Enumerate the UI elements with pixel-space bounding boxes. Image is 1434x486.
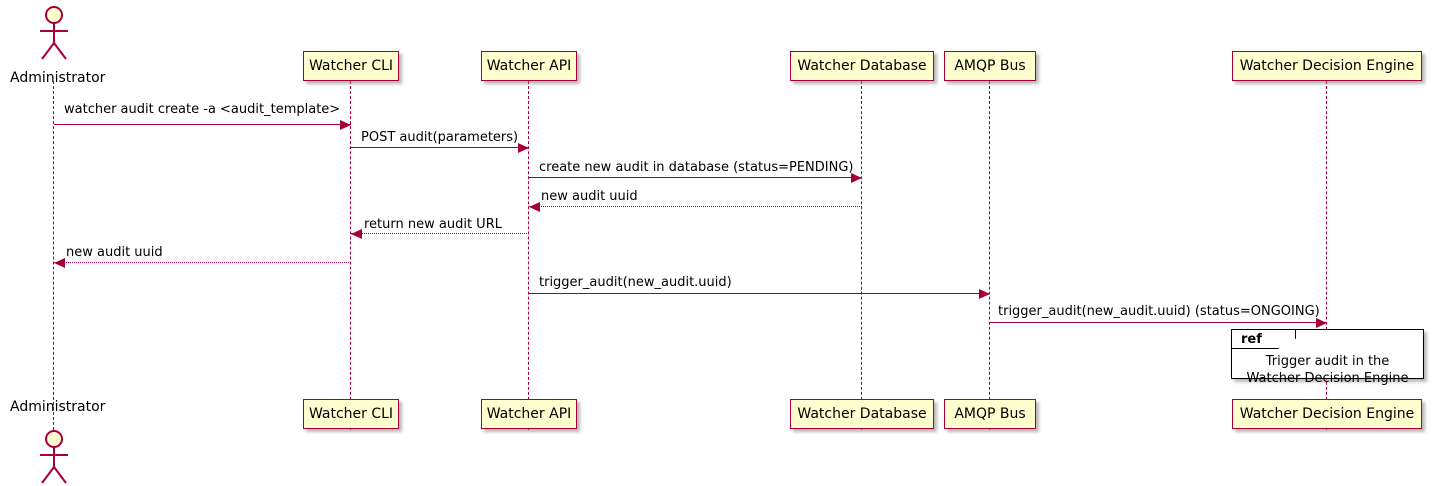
message-line-5 [351,233,529,234]
ref-keyword: ref [1241,331,1262,347]
message-line-1 [54,124,351,125]
message-label-3: create new audit in database (status=PEN… [539,160,854,175]
message-line-4 [529,206,862,207]
participant-label: Watcher API [486,58,572,74]
participant-label: AMQP Bus [954,58,1026,74]
actor-label-admin: Administrator [10,399,106,415]
participant-label: Watcher Decision Engine [1239,58,1415,74]
message-line-2 [351,147,529,148]
participant-label: Watcher Database [797,406,927,422]
message-line-3 [529,177,862,178]
message-label-7: trigger_audit(new_audit.uuid) [539,275,732,290]
message-label-8: trigger_audit(new_audit.uuid) (status=ON… [998,304,1320,319]
lifeline-db [861,81,862,430]
participant-label: Watcher CLI [308,58,394,74]
lifeline-cli [350,81,351,430]
message-arrowhead-8 [1316,318,1327,328]
message-arrowhead-3 [851,173,862,183]
participant-label: Watcher Database [797,58,927,74]
participant-wde-top[interactable]: Watcher Decision Engine [1232,51,1422,81]
message-label-5: return new audit URL [364,217,502,232]
lifeline-amqp [989,81,990,430]
message-label-2: POST audit(parameters) [361,130,519,145]
participant-label: Watcher Decision Engine [1239,406,1415,422]
actor-admin [30,429,78,485]
participant-label: Watcher CLI [308,406,394,422]
participant-label: Watcher API [486,406,572,422]
message-label-6: new audit uuid [66,245,163,260]
ref-keyword-tab: ref [1232,330,1296,349]
participant-api-bottom[interactable]: Watcher API [481,399,577,429]
message-label-1: watcher audit create -a <audit_template> [64,102,341,117]
participant-api-top[interactable]: Watcher API [481,51,577,81]
message-arrowhead-5 [351,229,362,239]
participant-db-bottom[interactable]: Watcher Database [790,399,934,429]
message-line-7 [529,293,990,294]
message-line-8 [990,322,1327,323]
message-arrowhead-6 [54,258,65,268]
participant-amqp-top[interactable]: AMQP Bus [944,51,1036,81]
actor-admin [30,5,78,61]
lifeline-api [528,81,529,430]
participant-wde-bottom[interactable]: Watcher Decision Engine [1232,399,1422,429]
ref-body-line: Trigger audit in the [1265,354,1390,369]
participant-db-top[interactable]: Watcher Database [790,51,934,81]
message-arrowhead-4 [529,202,540,212]
lifeline-wde [1326,81,1327,430]
participant-cli-bottom[interactable]: Watcher CLI [303,399,399,429]
message-arrowhead-7 [979,289,990,299]
participant-amqp-bottom[interactable]: AMQP Bus [944,399,1036,429]
actor-label-admin: Administrator [10,70,106,86]
message-arrowhead-1 [340,120,351,130]
participant-label: AMQP Bus [954,406,1026,422]
ref-body-line: Watcher Decision Engine [1246,371,1409,386]
message-line-6 [54,262,351,263]
lifeline-admin [53,81,54,430]
message-label-4: new audit uuid [541,189,638,204]
message-arrowhead-2 [518,143,529,153]
participant-cli-top[interactable]: Watcher CLI [303,51,399,81]
